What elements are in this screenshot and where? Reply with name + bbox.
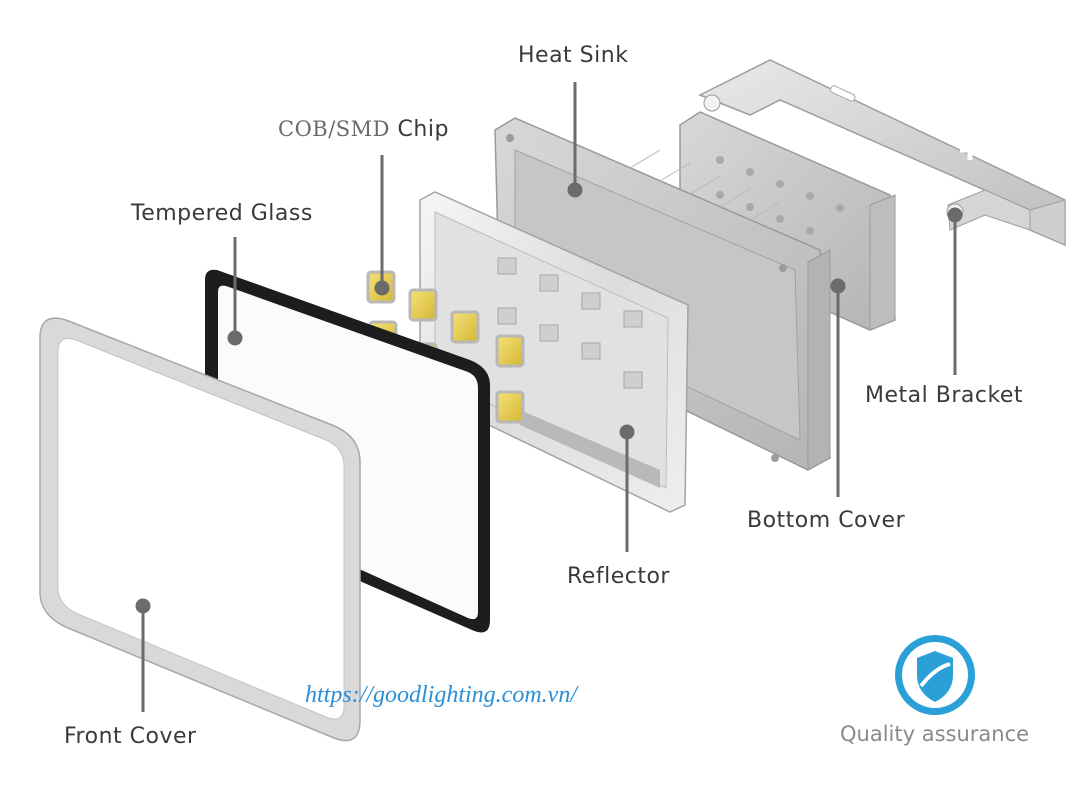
label-heat-sink: Heat Sink: [518, 43, 629, 68]
shield-check-icon: [895, 635, 975, 715]
label-bottom-cover: Bottom Cover: [747, 508, 906, 533]
label-cob-smd-chip: COB/SMD Chip: [278, 117, 449, 142]
bottom-cover: [679, 111, 896, 331]
quality-assurance-label: Quality assurance: [840, 722, 1030, 746]
label-front-cover: Front Cover: [64, 724, 197, 749]
label-chip-suffix: Chip: [397, 117, 449, 142]
leader-lines: [135, 82, 963, 712]
label-reflector: Reflector: [567, 564, 670, 589]
label-metal-bracket: Metal Bracket: [865, 383, 1024, 408]
watermark-url[interactable]: https://goodlighting.com.vn/: [305, 682, 577, 708]
label-chip-prefix: COB/SMD: [278, 117, 391, 141]
front-cover: [39, 317, 361, 742]
label-tempered-glass: Tempered Glass: [131, 201, 313, 226]
